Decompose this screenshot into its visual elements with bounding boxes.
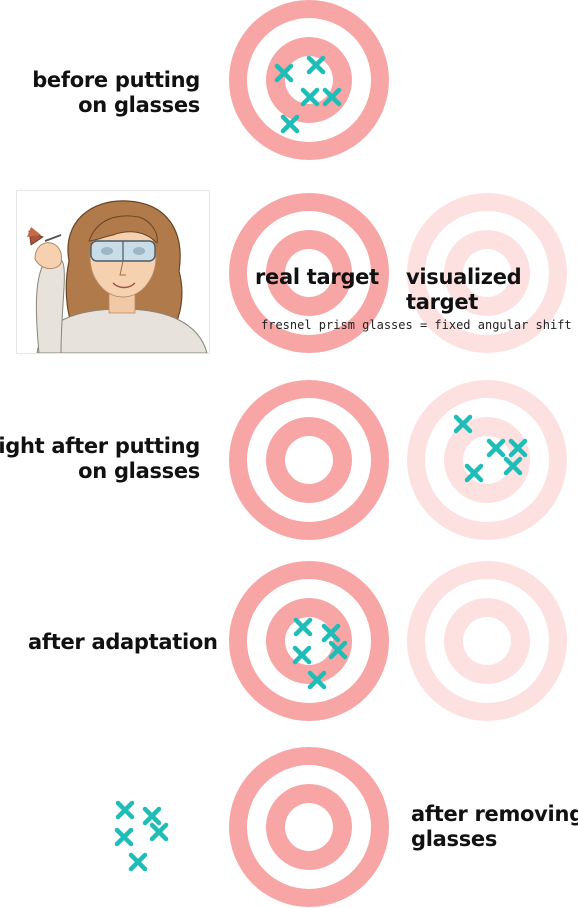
label-before-line2: on glasses (78, 93, 200, 117)
person-with-goggles-icon (27, 200, 208, 354)
visualized-target (407, 193, 567, 353)
target-after-removing (229, 747, 389, 907)
label-before-putting-on-glasses: before putting on glasses (32, 68, 200, 118)
label-before-line1: before putting (32, 68, 200, 92)
label-right-after-line2: on glasses (78, 459, 200, 483)
label-after-removing-line1: after removing (411, 802, 578, 826)
label-visualized-target: visualized target (406, 265, 522, 314)
label-right-after-line1: right after putting (0, 434, 200, 458)
dart-thrower-illustration (16, 190, 210, 354)
real-target (229, 193, 389, 353)
label-right-after-putting-on-glasses: right after putting on glasses (0, 434, 200, 484)
target-before (229, 0, 389, 160)
label-after-adaptation: after adaptation (28, 630, 218, 654)
label-after-removing-glasses: after removing glasses (411, 802, 578, 852)
prism-note: fresnel prism glasses = fixed angular sh… (261, 318, 572, 332)
target-after-adaptation (229, 561, 389, 721)
label-real-target: real target (255, 265, 379, 289)
target-right-after (229, 380, 389, 540)
hits-after-removing (117, 803, 166, 869)
visualized-target-after-adaptation (407, 561, 567, 721)
visualized-target-right-after (407, 380, 567, 540)
label-after-removing-line2: glasses (411, 827, 498, 851)
